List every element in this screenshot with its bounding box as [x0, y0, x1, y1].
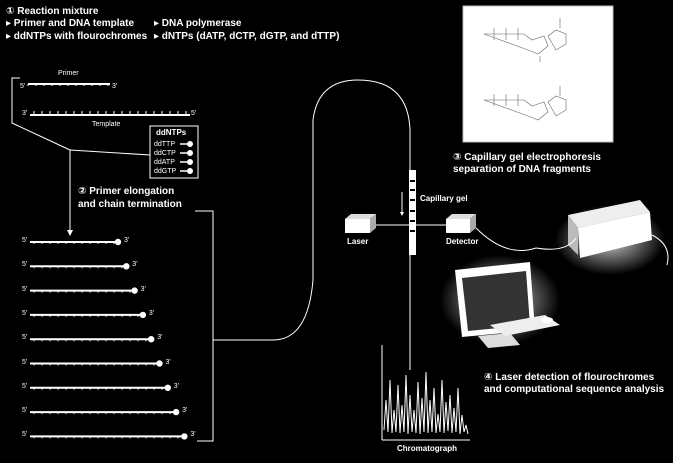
ddatp-dot-icon — [187, 159, 193, 165]
step3-line1: ③ Capillary gel electrophoresis — [453, 152, 601, 163]
dna-fragment — [30, 311, 147, 319]
fragment-5prime: 5' — [22, 261, 28, 269]
fragment-3prime: 3' — [132, 261, 138, 269]
primer-5prime: 5' — [20, 83, 26, 90]
ddntp-ddttp: ddTTP — [154, 141, 176, 148]
step3-line2: separation of DNA fragments — [453, 164, 591, 175]
fragment-5prime: 5' — [22, 407, 28, 415]
template-label: Template — [92, 121, 121, 128]
ddntps-title: ddNTPs — [156, 128, 187, 137]
monitor-screen — [462, 271, 530, 331]
primer-label: Primer — [58, 70, 79, 77]
mouse — [541, 317, 553, 323]
step1-item-polymerase: ▸ DNA polymerase — [154, 18, 242, 29]
chemical-structures-panel — [462, 5, 614, 143]
step1-item-ddntps: ▸ ddNTPs with flourochromes — [6, 31, 148, 42]
dna-fragment — [30, 360, 163, 367]
ddntp-terminator-icon — [164, 384, 171, 391]
primer-strand — [27, 83, 110, 86]
dna-fragment — [30, 336, 155, 343]
chromatograph-label: Chromatograph — [397, 444, 457, 453]
laser-device — [345, 214, 409, 233]
ddntp-terminator-icon — [131, 287, 138, 294]
ddttp-dot-icon — [187, 141, 193, 147]
fragment-3prime: 3' — [182, 407, 188, 415]
dna-fragment — [30, 384, 171, 391]
step1-item-dntps: ▸ dNTPs (dATP, dCTP, dGTP, and dTTP) — [154, 31, 340, 42]
fragment-3prime: 3' — [190, 431, 196, 439]
ddntp-terminator-icon — [114, 238, 122, 246]
dna-fragments — [30, 238, 188, 440]
step2-line1: ② Primer elongation — [78, 186, 175, 197]
capillary-tube — [400, 170, 416, 255]
fragment-bracket — [195, 79, 411, 442]
fragment-3prime: 3' — [140, 285, 146, 293]
ddntp-terminator-icon — [156, 360, 163, 367]
ddgtp-dot-icon — [187, 168, 193, 174]
ddntp-ddatp: ddATP — [154, 159, 175, 166]
dna-fragment — [30, 238, 122, 246]
ddntp-terminator-icon — [148, 336, 155, 343]
fragment-3prime: 3' — [165, 358, 171, 366]
ddntps-box — [149, 125, 199, 179]
fragment-3prime: 3' — [157, 334, 163, 342]
dna-fragment — [30, 263, 130, 270]
detector-label: Detector — [446, 237, 479, 246]
fragment-5prime: 5' — [22, 309, 28, 317]
dna-fragment — [30, 408, 180, 416]
fragment-5prime: 5' — [22, 334, 28, 342]
ddntp-terminator-icon — [181, 433, 188, 440]
fragment-3prime: 3' — [148, 309, 155, 317]
detector-device — [416, 214, 537, 251]
dntp-structure — [483, 18, 567, 62]
fragment-5prime: 5' — [22, 237, 28, 244]
computer-workstation — [440, 200, 669, 348]
capillary-gel-label: Capillary gel — [420, 194, 468, 203]
ddntp-ddctp: ddCTP — [154, 150, 176, 157]
chromatogram-trace — [383, 371, 469, 435]
fragment-5prime: 5' — [22, 382, 28, 390]
fragment-3prime: 3' — [173, 382, 180, 390]
ddntp-terminator-icon — [172, 408, 180, 416]
computer-tower — [578, 212, 652, 258]
template-5prime: 5' — [191, 110, 197, 117]
step2-line2: and chain termination — [78, 199, 182, 210]
ddntp-structure — [483, 86, 567, 121]
step4-line1: ④ Laser detection of flourochromes — [484, 372, 655, 383]
template-strand — [30, 111, 190, 116]
step1-item-primer: ▸ Primer and DNA template — [6, 18, 135, 29]
ddntp-ddgtp: ddGTP — [154, 168, 177, 175]
ddntp-terminator-icon — [139, 311, 147, 319]
fragment-5prime: 5' — [22, 285, 28, 293]
step4-line2: and computational sequence analysis — [484, 384, 665, 395]
dna-fragment — [30, 287, 138, 294]
fragment-5prime: 5' — [22, 358, 28, 366]
step1-title: ① Reaction mixture — [6, 6, 99, 17]
primer-3prime: 3' — [112, 83, 118, 90]
ddctp-dot-icon — [187, 150, 193, 156]
ddntp-terminator-icon — [123, 263, 130, 270]
laser-label: Laser — [347, 237, 369, 246]
fragment-5prime: 5' — [22, 431, 28, 439]
chromatograph-panel — [381, 345, 470, 441]
fragment-3prime: 3' — [124, 237, 130, 244]
dna-fragment — [30, 433, 188, 440]
computer-tower-top — [568, 200, 650, 228]
reaction-funnel — [11, 77, 151, 236]
template-3prime: 3' — [22, 110, 28, 117]
